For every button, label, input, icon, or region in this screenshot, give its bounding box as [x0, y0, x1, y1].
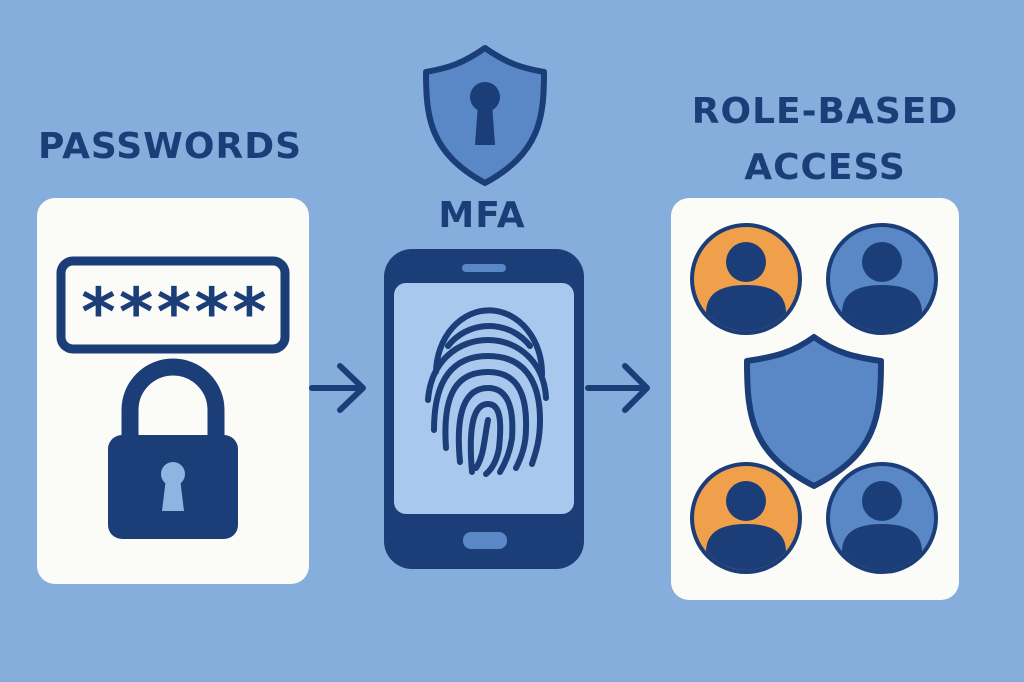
masked-password-text: ***** — [79, 274, 268, 351]
passwords-title: PASSWORDS — [37, 126, 303, 167]
role-title-line2: ACCESS — [744, 147, 906, 188]
mfa-title: MFA — [438, 195, 526, 236]
phone-speaker — [462, 264, 506, 272]
smartphone-icon — [384, 249, 584, 569]
password-field-icon: ***** — [56, 256, 290, 354]
shield-keyhole-icon — [423, 45, 547, 186]
shield-icon — [744, 334, 884, 489]
arrow-right-icon — [309, 363, 366, 413]
user-avatar-icon — [826, 223, 938, 335]
user-avatar-icon — [690, 462, 802, 574]
fingerprint-icon — [425, 307, 549, 477]
arrow-right-icon — [585, 363, 650, 413]
role-title-line1: ROLE-BASED — [691, 91, 959, 132]
user-avatar-icon — [826, 462, 938, 574]
keyhole-icon — [161, 462, 185, 511]
padlock-icon — [108, 358, 238, 539]
user-avatar-icon — [690, 223, 802, 335]
role-based-access-title: ROLE-BASED ACCESS — [640, 84, 1010, 196]
user-avatars — [690, 223, 938, 574]
phone-home-button — [463, 532, 507, 549]
passwords-card — [37, 198, 309, 584]
